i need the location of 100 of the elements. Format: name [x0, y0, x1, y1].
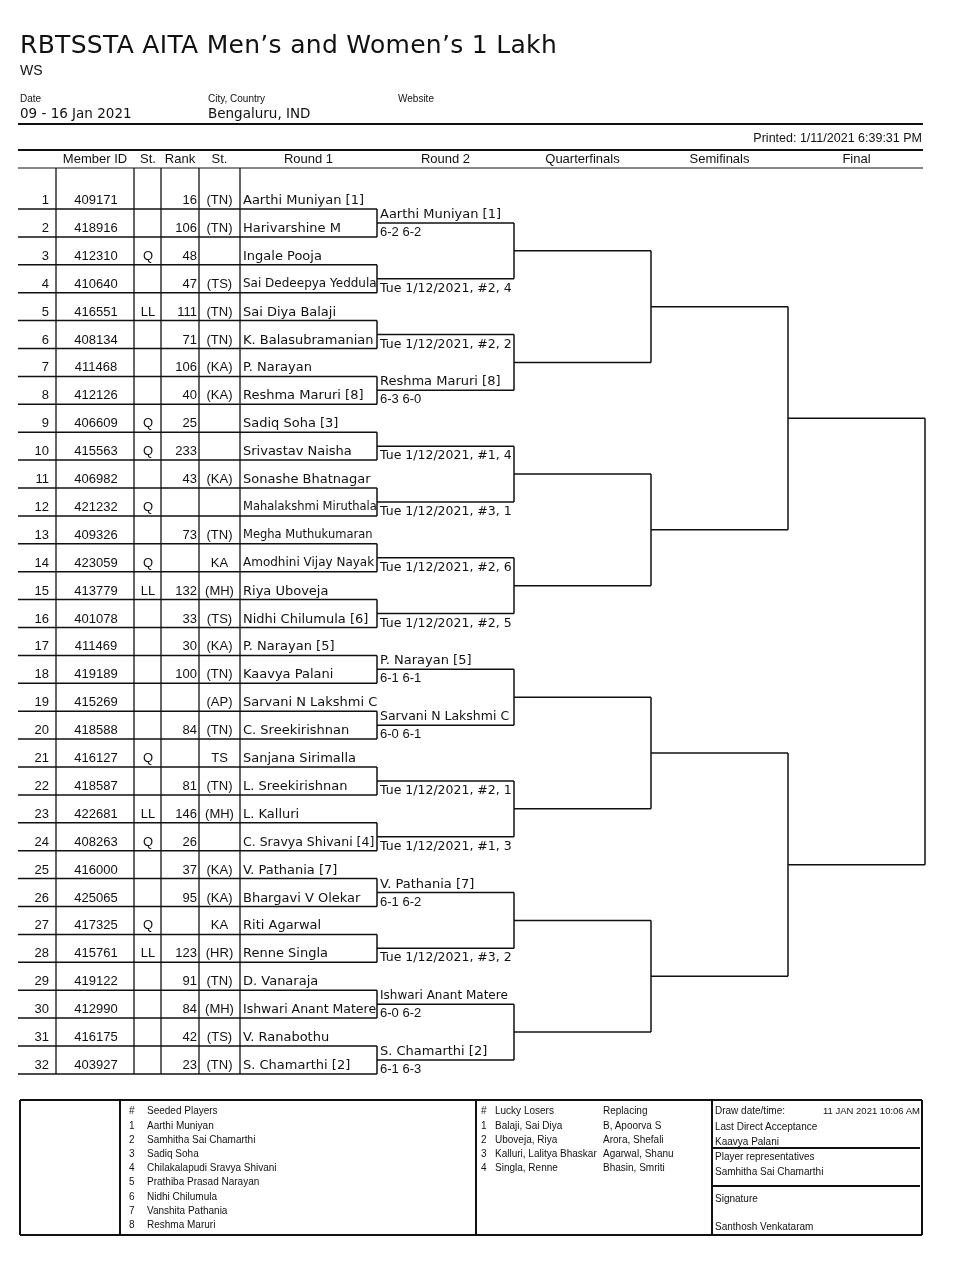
state-code: (TN): [205, 776, 234, 794]
member-id: 412310: [73, 246, 119, 264]
state-code: (TN): [205, 1055, 234, 1073]
match-schedule: Tue 1/12/2021, #3, 2: [380, 949, 513, 966]
match-schedule: Tue 1/12/2021, #2, 2: [380, 335, 513, 352]
player-name: Bhargavi V Olekar: [243, 888, 362, 906]
member-id: 423059: [73, 553, 119, 571]
entry-status: LL: [139, 302, 157, 320]
rank: 84: [181, 1000, 197, 1018]
replaced-player-name: Agarwal, Shanu: [603, 1147, 675, 1161]
seed-number: 7: [129, 1203, 136, 1217]
player-name: V. Pathania [7]: [243, 860, 339, 878]
player-name: Ingale Pooja: [243, 246, 323, 264]
field-label: City, Country: [208, 92, 267, 105]
state-code: (TN): [205, 972, 234, 990]
lucky-loser-name: Singla, Renne: [495, 1161, 559, 1175]
player-name: Kaavya Palani: [243, 665, 335, 683]
row-number: 15: [33, 581, 49, 599]
member-id: 416175: [73, 1028, 119, 1045]
replaced-player-name: Arora, Shefali: [603, 1133, 665, 1147]
seed-number: 1: [481, 1119, 488, 1132]
row-number: 31: [33, 1028, 49, 1045]
match-winner: P. Narayan [5]: [380, 652, 473, 669]
player-name: Sai Dedeepya Yeddula: [243, 274, 376, 292]
entry-status: Q: [141, 916, 155, 934]
row-number: 9: [40, 414, 49, 432]
rank: 106: [174, 218, 197, 236]
player-name: Riti Agarwal: [243, 916, 323, 934]
match-winner: V. Pathania [7]: [380, 875, 476, 892]
rank: 123: [174, 944, 197, 962]
entry-status: Q: [141, 414, 155, 432]
match-score: 6-3 6-0: [380, 391, 423, 408]
row-number: 26: [33, 888, 49, 906]
info-value: Santhosh Venkataram: [715, 1220, 815, 1233]
state-code: (AP): [205, 693, 234, 711]
player-name: C. Sravya Shivani [4]: [243, 832, 376, 850]
player-name: Sanjana Sirimalla: [243, 749, 357, 766]
field-label: Date: [20, 92, 43, 105]
member-id: 408263: [73, 832, 119, 850]
member-id: 410640: [73, 274, 119, 292]
state-code: (MH): [204, 581, 235, 599]
player-name: K. Balasubramanian: [243, 330, 375, 348]
member-id: 418587: [73, 776, 119, 794]
seed-number: 2: [129, 1133, 136, 1147]
replaced-player-name: Bhasin, Smriti: [603, 1161, 666, 1175]
state-code: (KA): [205, 386, 234, 404]
row-number: 27: [33, 916, 49, 934]
player-name: S. Chamarthi [2]: [243, 1055, 352, 1073]
entry-status: Q: [141, 497, 155, 515]
column-header: Semifinals: [688, 151, 751, 167]
entry-status: Q: [141, 442, 155, 460]
match-winner: Ishwari Anant Matere: [380, 987, 509, 1004]
state-code: (TS): [205, 1028, 234, 1045]
rank: 16: [181, 191, 197, 208]
match-winner: S. Chamarthi [2]: [380, 1042, 489, 1059]
member-id: 419122: [73, 972, 119, 990]
match-winner: Reshma Maruri [8]: [380, 373, 502, 390]
player-name: Renne Singla: [243, 944, 329, 962]
match-winner: Aarthi Muniyan [1]: [380, 205, 503, 222]
rank: 91: [181, 972, 197, 990]
member-id: 415269: [73, 693, 119, 711]
row-number: 12: [33, 497, 49, 515]
player-name: L. Kalluri: [243, 804, 301, 822]
row-number: 19: [33, 693, 49, 711]
state-code: (KA): [205, 470, 234, 487]
member-id: 409171: [73, 191, 119, 208]
rank: 30: [181, 637, 197, 655]
member-id: 419189: [73, 665, 119, 683]
member-id: 425065: [73, 888, 119, 906]
field-value: Bengaluru, IND: [208, 104, 312, 122]
column-header: Round 2: [419, 151, 472, 167]
member-id: 416127: [73, 749, 119, 766]
column-header: Quarterfinals: [544, 151, 621, 167]
match-schedule: Tue 1/12/2021, #1, 4: [380, 447, 513, 464]
row-number: 6: [40, 330, 49, 348]
row-number: 14: [33, 553, 49, 571]
row-number: 2: [40, 218, 49, 236]
row-number: 24: [33, 832, 49, 850]
column-header: Rank: [163, 151, 197, 167]
entry-status: Q: [141, 749, 155, 766]
rank: 37: [181, 860, 197, 878]
state-code: (TN): [205, 665, 234, 683]
member-id: 411468: [73, 358, 119, 376]
rank: 25: [181, 414, 197, 432]
seeded-player-name: Samhitha Sai Chamarthi: [147, 1133, 257, 1147]
row-number: 32: [33, 1055, 49, 1073]
match-winner: Sarvani N Lakshmi C: [380, 708, 509, 725]
rank: 106: [174, 358, 197, 376]
state-code: (KA): [205, 888, 234, 906]
lucky-loser-name: Kalluri, Lalitya Bhaskar: [495, 1147, 598, 1161]
state-code: KA: [209, 916, 230, 934]
player-name: Ishwari Anant Matere: [243, 1000, 376, 1018]
state-code: (TN): [205, 191, 234, 208]
rank: 26: [181, 832, 197, 850]
list-heading: Seeded Players: [147, 1104, 219, 1117]
rank: 48: [181, 246, 197, 264]
row-number: 1: [40, 191, 49, 208]
seed-number: 3: [129, 1147, 136, 1161]
match-schedule: Tue 1/12/2021, #2, 4: [380, 279, 513, 296]
row-number: 10: [33, 442, 49, 460]
